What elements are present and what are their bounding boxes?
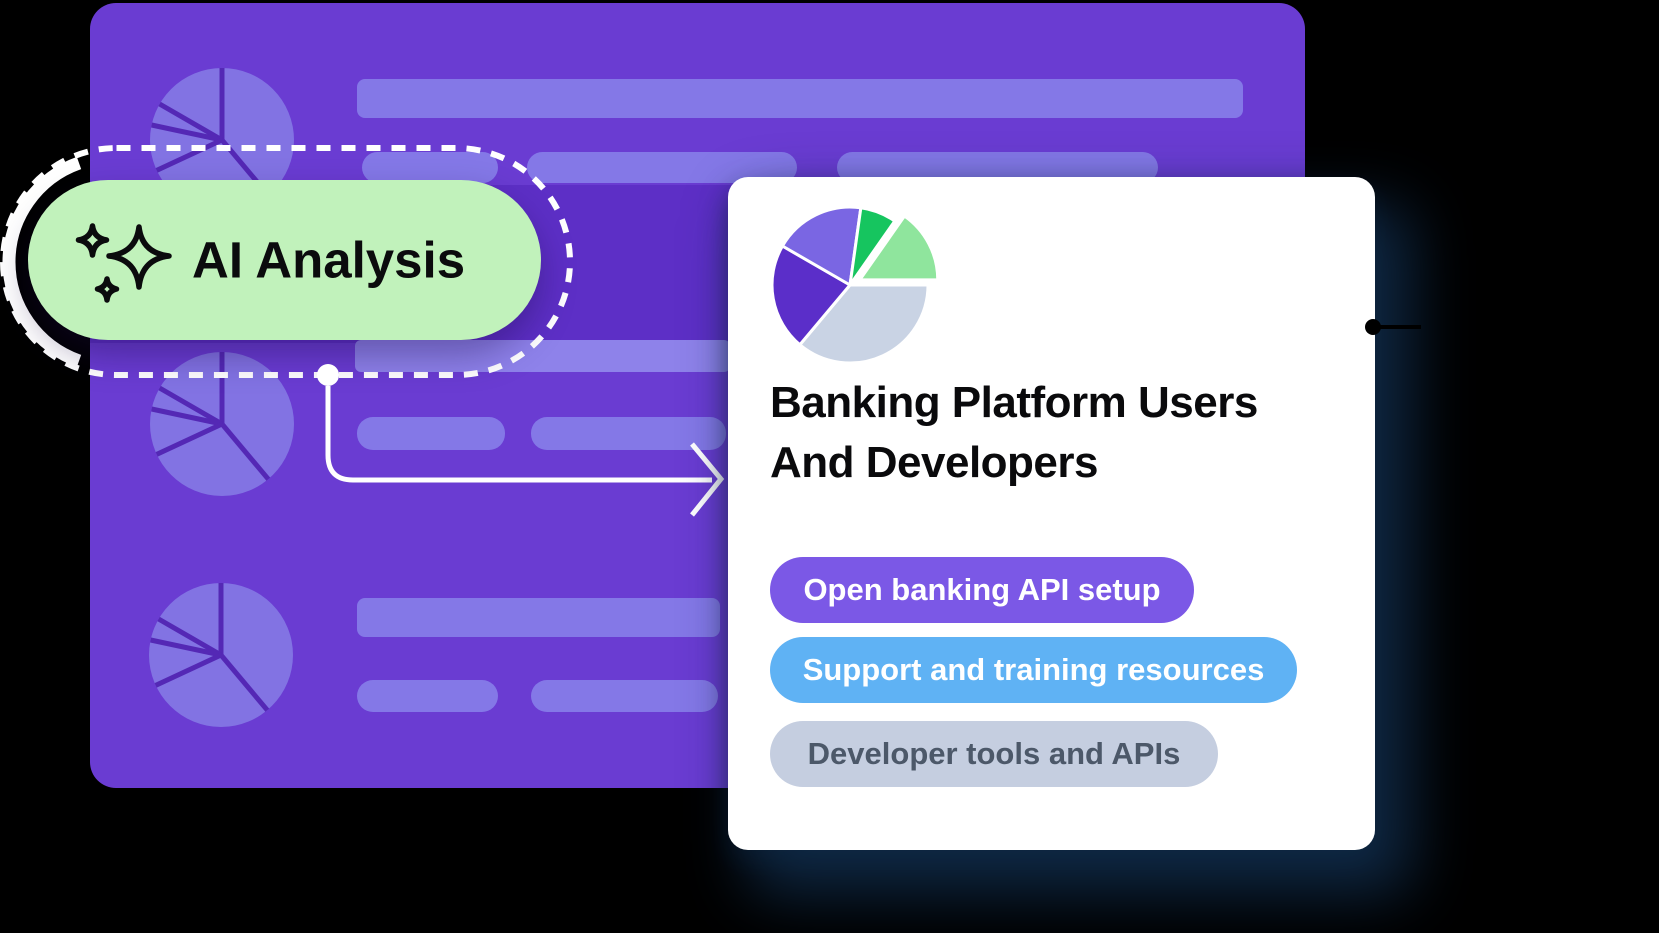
- pie-slice-periwinkle: [780, 205, 863, 287]
- skeleton-bar: [357, 79, 1243, 118]
- skeleton-bar: [531, 680, 718, 712]
- skeleton-bar: [357, 598, 720, 637]
- skeleton-bar: [357, 680, 498, 712]
- pie-slice-dark-purple: [770, 244, 852, 347]
- tag-developer-tools-apis[interactable]: Developer tools and APIs: [770, 721, 1218, 787]
- pie-slice-lavender: [798, 283, 930, 365]
- skeleton-bar: [362, 152, 498, 183]
- card-title-line1: Banking Platform Users: [770, 378, 1258, 427]
- mini-pie-icon: [149, 583, 293, 727]
- insight-card: Banking Platform Users And Developers Op…: [728, 177, 1375, 850]
- pie-slice-light-green: [858, 214, 940, 282]
- pie-slice-bright-green: [848, 206, 897, 287]
- skeleton-bar: [531, 417, 726, 450]
- tag-support-and-training[interactable]: Support and training resources: [770, 637, 1297, 703]
- sparkles-icon: [75, 223, 172, 303]
- skeleton-bar: [357, 417, 505, 450]
- ai-analysis-label: AI Analysis: [192, 231, 466, 289]
- skeleton-bar: [355, 340, 730, 372]
- card-title: Banking Platform Users And Developers: [770, 373, 1258, 493]
- pie-chart: [770, 205, 940, 365]
- ai-analysis-badge[interactable]: AI Analysis: [28, 180, 541, 340]
- tag-open-banking-api-setup[interactable]: Open banking API setup: [770, 557, 1194, 623]
- card-title-line2: And Developers: [770, 438, 1098, 487]
- mini-pie-icon: [150, 352, 294, 496]
